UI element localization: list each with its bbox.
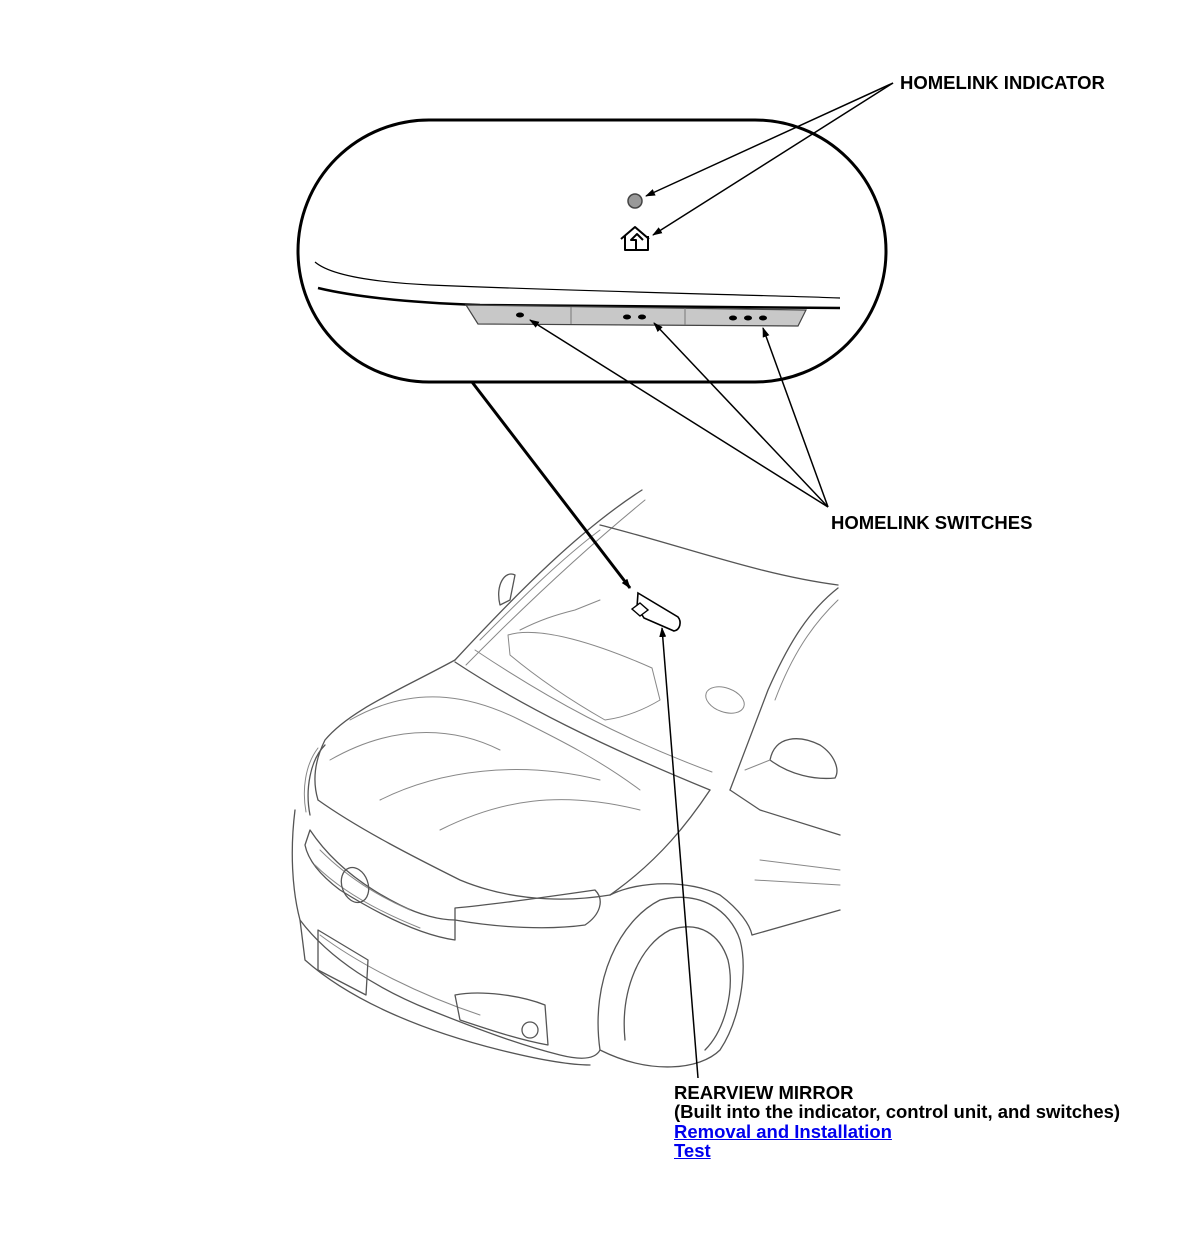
removal-installation-link[interactable]: Removal and Installation [674,1121,892,1142]
switch-strip [464,304,807,327]
rearview-mirror-note: (Built into the indicator, control unit,… [674,1101,1121,1122]
rearview-mirror-label: REARVIEW MIRROR [674,1082,854,1103]
mirror-magnified-view [296,118,888,384]
homelink-switches-label: HOMELINK SWITCHES [831,512,1033,533]
homelink-house-icon [620,226,650,251]
rearview-mirror-on-vehicle [630,591,681,632]
indicator-light-icon [627,193,643,209]
mirror-leader-line [659,627,699,1079]
homelink-indicator-label: HOMELINK INDICATOR [900,72,1105,93]
vehicle-illustration [291,489,841,1068]
leader-lines [470,82,894,589]
test-link[interactable]: Test [674,1140,711,1161]
